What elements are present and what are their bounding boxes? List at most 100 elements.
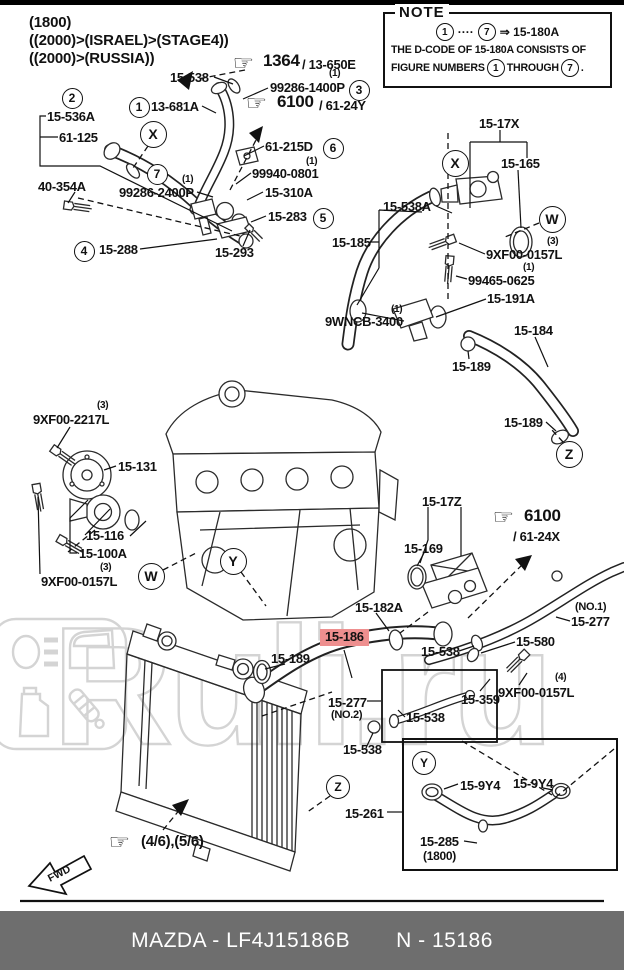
part-number-label[interactable]: 15-100A [79,546,127,561]
part-number-label[interactable]: 15-580 [516,634,555,649]
variant-header: (1800) ((2000)>(ISRAEL)>(STAGE4)) ((2000… [29,14,229,68]
part-number-label[interactable]: 15-538A [383,199,431,214]
figure-number-badge: 7 [146,163,168,185]
part-number-label[interactable]: (NO.2) [331,709,363,721]
part-number-label[interactable]: 15-538 [170,70,209,85]
part-number-label[interactable]: 15-165 [501,156,540,171]
part-number-label[interactable]: 61-125 [59,130,98,145]
part-number-label[interactable]: 15-191A [487,291,535,306]
part-number-label[interactable]: 9XF00-0157L [41,574,118,589]
figure-number-badge: 3 [348,79,370,101]
part-number-label[interactable]: 15-182A [355,600,403,615]
note-line3: FIGURE NUMBERS 1 THROUGH 7 . [391,59,604,77]
part-number-label[interactable]: 6100 [277,92,314,111]
variant-line: (1800) [29,14,72,31]
figure-number-badge: 2 [61,87,83,109]
part-number-label[interactable]: 9XF00-0157L [498,685,575,700]
part-number-label[interactable]: 15-131 [118,459,157,474]
note-box: NOTE 1 ···· 7 ⇒ 15-180A THE D-CODE OF 15… [383,4,612,88]
figure-number-badge: 6 [322,137,344,159]
part-number-label[interactable]: 15-536A [47,109,95,124]
part-number-label[interactable]: 15-277 [328,695,367,710]
note-formula: 1 ···· 7 ⇒ 15-180A [385,23,610,41]
part-number-label[interactable]: 61-215D [265,139,313,154]
part-number-label[interactable]: (3) [97,400,109,411]
part-number-label[interactable]: (1800) [423,849,456,863]
part-number-label[interactable]: / 13-650E [302,57,356,72]
part-number-label[interactable]: 15-17Z [422,494,462,509]
part-number-label[interactable]: 15-184 [514,323,553,338]
hand-pointer-icon: ☞ [232,52,255,75]
fwd-arrow: FWD [27,854,93,896]
section-letter-badge: Z [326,775,350,799]
watermark: Ruli.ru [0,591,555,781]
part-number-label[interactable]: 99940-0801 [252,166,319,181]
part-number-label[interactable]: 15-189 [452,359,491,374]
part-number-label[interactable]: 15-169 [404,541,443,556]
part-number-label[interactable]: 9XF00-2217L [33,412,110,427]
part-number-label[interactable]: 9XF00-0157L [486,247,563,262]
part-number-label[interactable]: 15-277 [571,614,610,629]
part-number-label[interactable]: 15-17X [479,116,520,131]
part-number-label[interactable]: 15-288 [99,242,138,257]
figure-number-badge: 4 [73,240,95,262]
part-number-label[interactable]: (1) [306,156,318,167]
highlighted-part-label[interactable]: 15-186 [320,629,369,646]
part-number-label[interactable]: / 61-24Y [319,98,366,113]
part-number-label[interactable]: 15-9Y4 [460,778,501,793]
part-number-label[interactable]: / 61-24X [513,529,560,544]
part-number-label[interactable]: 99286-2400P [119,185,194,200]
part-number-label[interactable]: (1) [182,174,194,185]
part-number-label[interactable]: 15-293 [215,245,254,260]
figure-number-badge: 1 [486,59,505,77]
part-number-label[interactable]: 13-681A [151,99,199,114]
part-number-label[interactable]: 15-285 [420,834,459,849]
water-pump-illustration [62,450,140,531]
part-number-label[interactable]: 6100 [524,506,561,525]
figure-number-badge: 7 [560,59,579,77]
part-number-label[interactable]: 15-116 [86,528,124,543]
part-number-label[interactable]: 15-283 [268,209,307,224]
part-number-label[interactable]: (3) [547,236,559,247]
part-number-label[interactable]: (4/6),(5/6) [141,833,204,850]
variant-line: ((2000)>(RUSSIA)) [29,50,155,67]
part-number-label[interactable]: 15-359 [461,692,500,707]
hand-pointer-icon: ☞ [108,831,131,854]
watermark-text: Ruli.ru [52,592,549,780]
part-number-label[interactable]: 15-310A [265,185,313,200]
part-number-label[interactable]: 15-538 [406,710,445,725]
part-number-label[interactable]: 9WNCB-3400 [325,314,403,329]
part-number-label[interactable]: 99465-0625 [468,273,535,288]
footer-part-code: N - 15186 [396,928,493,952]
variant-line: ((2000)>(ISRAEL)>(STAGE4)) [29,32,229,49]
part-number-label[interactable]: 15-538 [421,644,460,659]
part-number-label[interactable]: 15-261 [345,806,384,821]
section-letter-badge: Y [412,751,436,775]
part-number-label[interactable]: (1) [523,262,535,273]
part-number-label[interactable]: (4) [555,672,567,683]
figure-number-badge: 7 [477,23,496,41]
part-number-label[interactable]: 40-354A [38,179,86,194]
part-number-label[interactable]: 15-189 [504,415,543,430]
part-number-label[interactable]: (1) [329,68,341,79]
part-number-label[interactable]: (3) [100,562,112,573]
sub-diagram-box-bypass [381,669,498,743]
section-letter-badge: X [139,120,167,148]
part-number-label[interactable]: 15-189 [271,651,310,666]
section-letter-badge: W [137,562,165,590]
part-number-label[interactable]: 1364 [263,51,300,70]
part-number-label[interactable]: 15-9Y4 [513,776,554,791]
part-number-label[interactable]: (1) [391,304,403,315]
hand-pointer-icon: ☞ [492,506,515,529]
section-letter-badge: X [441,149,469,177]
dashed-reference-lines [67,69,615,831]
part-number-label[interactable]: 15-538 [343,742,382,757]
footer-catalog-code: MAZDA - LF4J15186B [131,928,351,952]
section-letter-badge: W [538,205,566,233]
part-number-label[interactable]: 15-185 [332,235,371,250]
note-line3-text: FIGURE NUMBERS [391,62,485,74]
part-number-label[interactable]: (NO.1) [575,601,607,613]
part-number-label[interactable]: 99286-1400P [270,80,345,95]
